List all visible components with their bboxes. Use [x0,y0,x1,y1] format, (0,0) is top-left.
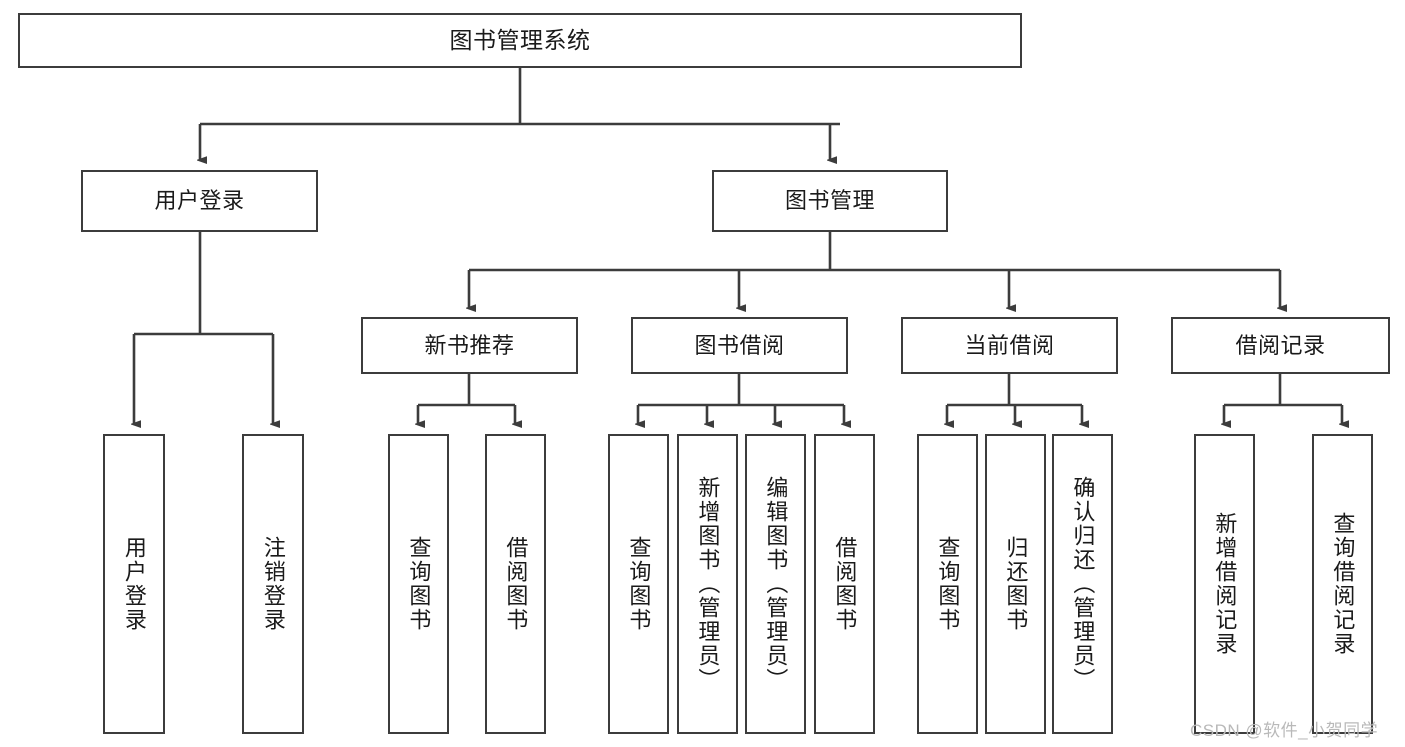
node-label: 确认归还（管理员） [1070,476,1096,692]
node-book-borrow[interactable]: 图书借阅 [631,317,848,374]
node-new-book-recommend[interactable]: 新书推荐 [361,317,578,374]
node-label: 查询图书 [406,536,432,632]
leaf-records-query-record[interactable]: 查询借阅记录 [1312,434,1373,734]
node-label: 当前借阅 [964,332,1055,358]
node-label: 新增图书（管理员） [695,476,721,692]
leaf-borrow-add-book-admin[interactable]: 新增图书（管理员） [677,434,738,734]
leaf-borrow-edit-book-admin[interactable]: 编辑图书（管理员） [745,434,806,734]
node-label: 注销登录 [260,536,286,632]
node-label: 用户登录 [154,188,245,214]
node-label: 图书管理 [784,188,875,214]
leaf-logout-login[interactable]: 注销登录 [242,434,304,734]
node-label: 查询图书 [626,536,652,632]
leaf-current-confirm-return-admin[interactable]: 确认归还（管理员） [1052,434,1113,734]
node-label: 归还图书 [1003,536,1029,632]
node-root-book-management-system[interactable]: 图书管理系统 [18,13,1022,68]
leaf-user-login[interactable]: 用户登录 [103,434,165,734]
leaf-newbook-query-books[interactable]: 查询图书 [388,434,449,734]
node-label: 借阅图书 [503,536,529,632]
node-label: 新增借阅记录 [1212,512,1238,656]
node-label: 编辑图书（管理员） [763,476,789,692]
node-label: 用户登录 [121,536,147,632]
node-label: 查询图书 [935,536,961,632]
leaf-newbook-borrow-books[interactable]: 借阅图书 [485,434,546,734]
node-label: 借阅记录 [1235,332,1326,358]
node-label: 新书推荐 [424,332,515,358]
node-label: 查询借阅记录 [1330,512,1356,656]
leaf-borrow-borrow-books[interactable]: 借阅图书 [814,434,875,734]
leaf-current-return-books[interactable]: 归还图书 [985,434,1046,734]
node-book-management[interactable]: 图书管理 [712,170,948,232]
node-label: 图书借阅 [694,332,785,358]
leaf-current-query-books[interactable]: 查询图书 [917,434,978,734]
leaf-records-add-record[interactable]: 新增借阅记录 [1194,434,1255,734]
leaf-borrow-query-books[interactable]: 查询图书 [608,434,669,734]
node-current-borrow[interactable]: 当前借阅 [901,317,1118,374]
node-user-login[interactable]: 用户登录 [81,170,318,232]
node-label: 图书管理系统 [449,27,591,54]
node-label: 借阅图书 [832,536,858,632]
node-borrow-records[interactable]: 借阅记录 [1171,317,1390,374]
